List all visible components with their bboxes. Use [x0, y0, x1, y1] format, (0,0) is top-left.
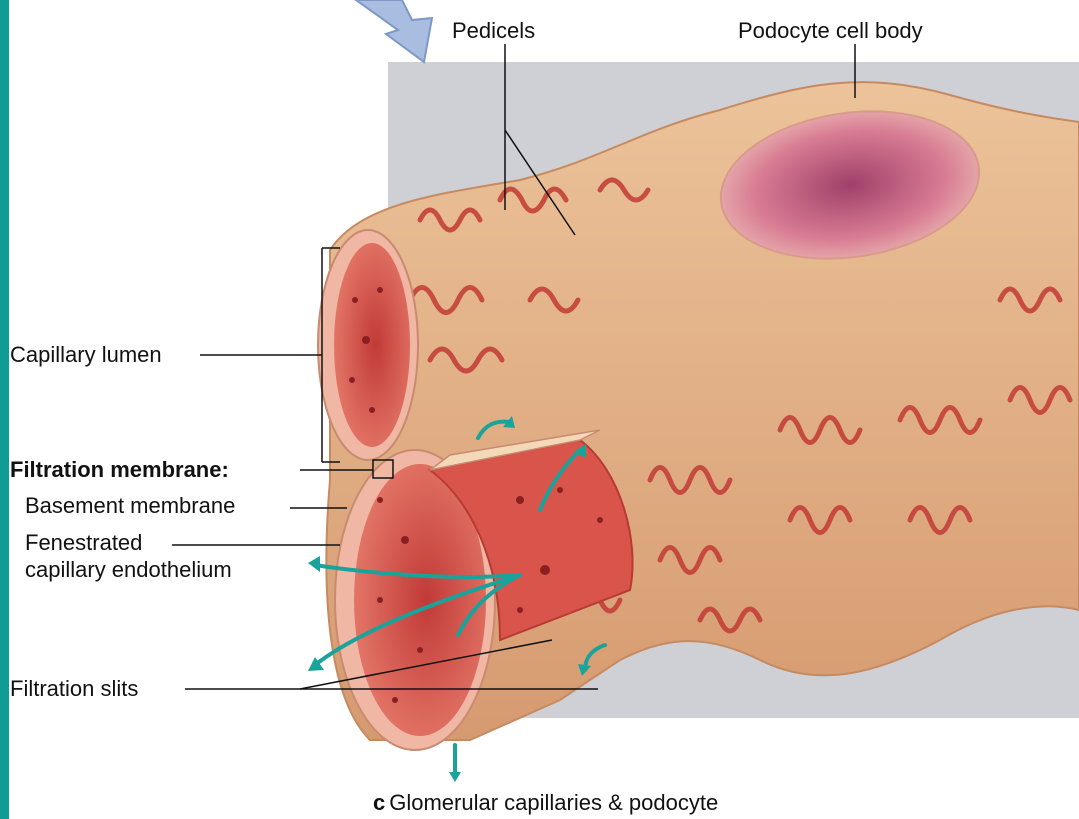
caption-text: Glomerular capillaries & podocyte	[389, 790, 718, 815]
caption-letter: c	[373, 790, 385, 815]
